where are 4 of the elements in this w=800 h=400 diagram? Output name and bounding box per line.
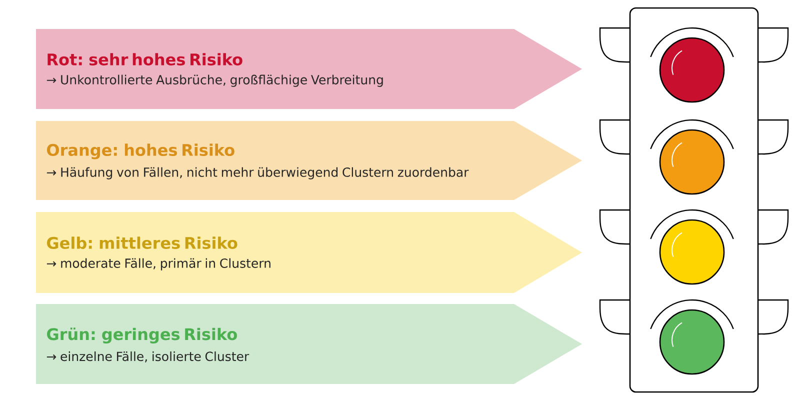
arrow-box: Grün: geringes Risiko → einzelne Fälle, isolierte Cluster (36, 304, 582, 384)
arrow-box: Rot: sehr hohes Risiko → Unkontrollierte Ausbrüche, großflächige Verbreitung (36, 29, 582, 109)
arrow-box: Gelb: mittleres Risiko → moderate Fälle, primär in Clustern (36, 212, 582, 293)
arrow-box: Orange: hohes Risiko → Häufung von Fällen, nicht mehr überwiegend Clustern zuordenbar (36, 121, 582, 200)
